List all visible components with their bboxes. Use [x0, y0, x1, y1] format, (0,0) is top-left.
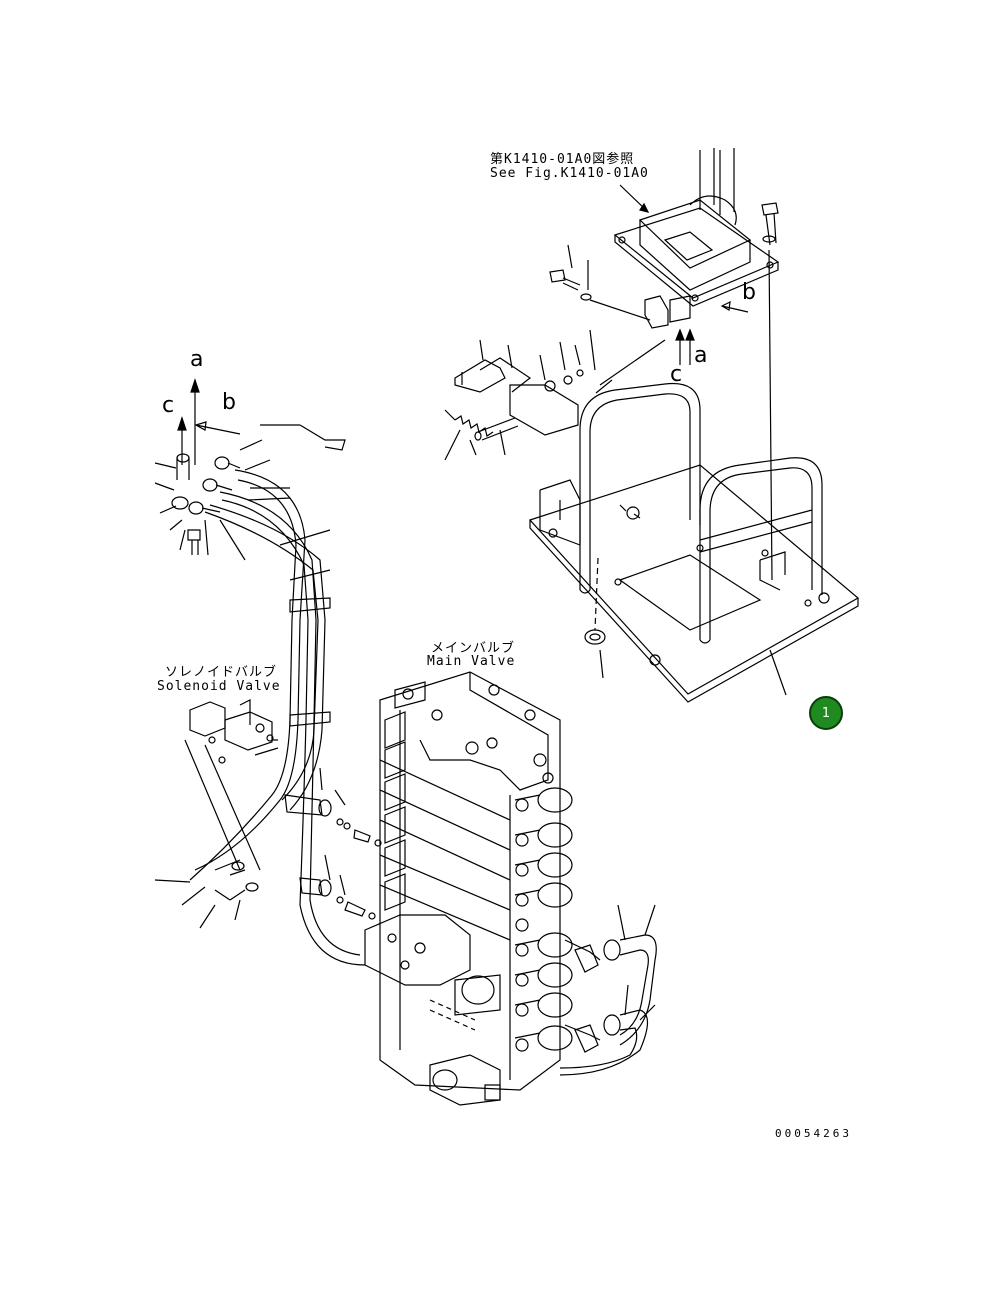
view-arrow-b-right: b: [742, 280, 756, 305]
view-arrow-a-left: a: [190, 347, 204, 372]
solenoid-valve: [184, 699, 279, 871]
main-valve-fittings: [284, 767, 382, 920]
bolt-top-right: [761, 202, 779, 581]
solenoid-valve-label-en: Solenoid Valve: [157, 679, 281, 694]
view-arrow-c-left: c: [162, 393, 175, 418]
view-arrows-left: [177, 378, 241, 465]
spring: [444, 409, 494, 461]
hose-clamp-upper: [289, 597, 331, 613]
hose-clamp-lower: [289, 711, 331, 727]
ppc-valve: [613, 148, 780, 307]
hose-fittings-top-left: [171, 424, 346, 555]
main-valve-lower-block: [364, 914, 501, 1106]
see-fig-japanese: 第K1410-01A0図参照: [490, 152, 635, 167]
main-valve-body: [379, 671, 561, 1091]
grommet: [584, 557, 606, 679]
bracket-left: [539, 479, 581, 546]
main-valve-label-jp: メインバルブ: [431, 641, 516, 656]
view-arrow-c-right: c: [670, 362, 683, 387]
hose-bundle: [189, 469, 366, 966]
see-fig-english: See Fig.K1410-01A0: [490, 166, 649, 181]
figure-number: 00054263: [775, 1127, 852, 1140]
bracket-right: [759, 549, 786, 591]
solenoid-valve-label-jp: ソレノイドバルブ: [165, 665, 278, 680]
ppc-connector: [644, 295, 691, 329]
solenoid-hoses: [154, 859, 259, 929]
callout-badge-1[interactable]: 1: [809, 696, 843, 730]
base-plate: [528, 464, 860, 703]
main-valve-right-hoses: [559, 904, 657, 1076]
handrail-left: [579, 382, 701, 594]
main-valve-spools-right: [514, 753, 573, 1052]
bolt-left-of-ppc: [549, 244, 651, 321]
view-arrow-b-left: b: [222, 390, 236, 415]
lock-lever: [454, 339, 532, 393]
handrail-right: [699, 457, 823, 644]
view-arrow-a-right: a: [694, 343, 708, 368]
main-valve-spools-left: [384, 711, 406, 911]
main-valve-label-en: Main Valve: [427, 654, 516, 669]
leaders-left: [154, 424, 331, 581]
lock-bracket: [509, 329, 596, 436]
pin: [474, 417, 519, 456]
